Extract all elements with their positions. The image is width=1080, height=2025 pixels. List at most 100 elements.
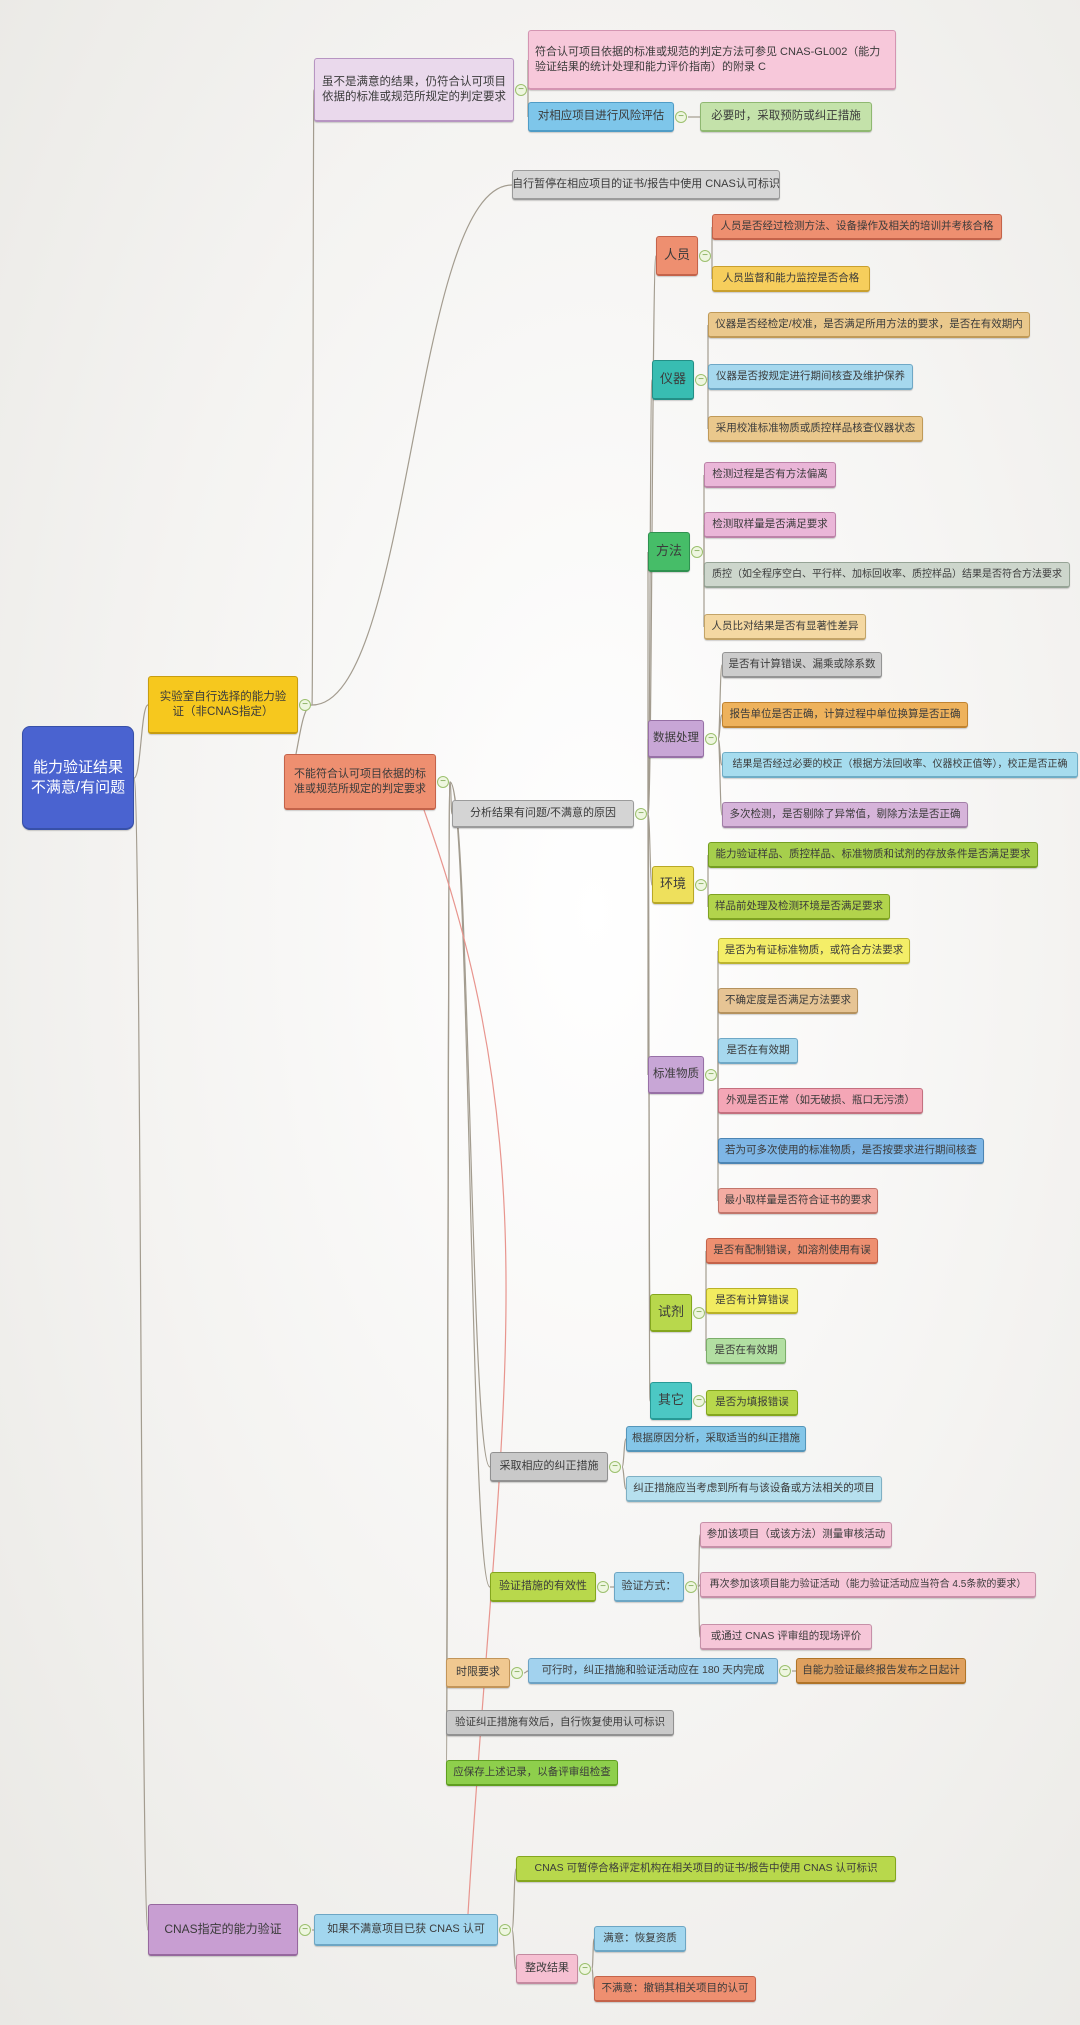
mindmap-node-cat-env[interactable]: 环境	[652, 866, 694, 904]
mindmap-node-vw-3[interactable]: 或通过 CNAS 评审组的现场评价	[700, 1624, 872, 1650]
collapse-icon[interactable]: −	[609, 1461, 621, 1473]
collapse-icon[interactable]: −	[579, 1963, 591, 1975]
mindmap-node-rm-4[interactable]: 外观是否正常（如无破损、瓶口无污渍）	[718, 1088, 923, 1114]
mindmap-node-rg-2[interactable]: 是否有计算错误	[706, 1288, 798, 1314]
mindmap-node-tl-2[interactable]: 自能力验证最终报告发布之日起计	[796, 1658, 966, 1684]
mindmap-node-data-3[interactable]: 结果是否经过必要的校正（根据方法回收率、仪器校正值等），校正是否正确	[722, 752, 1078, 778]
connector-line	[311, 184, 513, 706]
collapse-icon[interactable]: −	[779, 1665, 791, 1677]
mindmap-node-corr-2[interactable]: 纠正措施应当考虑到所有与该设备或方法相关的项目	[626, 1476, 882, 1502]
mindmap-node-branch-b[interactable]: CNAS指定的能力验证	[148, 1904, 298, 1956]
mindmap-node-b1-suspend[interactable]: CNAS 可暂停合格评定机构在相关项目的证书/报告中使用 CNAS 认可标识	[516, 1856, 896, 1882]
mindmap-node-vw-2[interactable]: 再次参加该项目能力验证活动（能力验证活动应当符合 4.5条款的要求）	[700, 1572, 1036, 1598]
mindmap-node-env-2[interactable]: 样品前处理及检测环境是否满足要求	[708, 894, 890, 920]
mindmap-node-data-1[interactable]: 是否有计算错误、漏乘或除系数	[722, 652, 882, 678]
mindmap-node-rg-1[interactable]: 是否有配制错误，如溶剂使用有误	[706, 1238, 878, 1264]
mindmap-node-cat-method[interactable]: 方法	[648, 532, 690, 572]
connector-line	[423, 809, 507, 1915]
mindmap-node-root[interactable]: 能力验证结果 不满意/有问题	[22, 726, 134, 830]
connector-line	[697, 1586, 701, 1638]
collapse-icon[interactable]: −	[597, 1581, 609, 1593]
mindmap-node-rg-3[interactable]: 是否在有效期	[706, 1338, 786, 1364]
mindmap-node-tl-1[interactable]: 可行时，纠正措施和验证活动应在 180 天内完成	[528, 1658, 778, 1684]
mindmap-node-env-1[interactable]: 能力验证样品、质控样品、标准物质和试剂的存放条件是否满足要求	[708, 842, 1038, 868]
mindmap-node-corrective[interactable]: 采取相应的纠正措施	[490, 1452, 608, 1482]
collapse-icon[interactable]: −	[635, 808, 647, 820]
mindmap-node-inst-1[interactable]: 仪器是否经检定/校准，是否满足所用方法的要求，是否在有效期内	[708, 312, 1030, 338]
collapse-icon[interactable]: −	[693, 1395, 705, 1407]
collapse-icon[interactable]: −	[705, 1069, 717, 1081]
mindmap-node-rm-1[interactable]: 是否为有证标准物质，或符合方法要求	[718, 938, 910, 964]
mindmap-node-cat-rm[interactable]: 标准物质	[648, 1056, 704, 1094]
mindmap-node-a1-prevent[interactable]: 必要时，采取预防或纠正措施	[700, 102, 872, 132]
mindmap-node-a1[interactable]: 虽不是满意的结果，仍符合认可项目依据的标准或规范所规定的判定要求	[314, 58, 514, 122]
connector-line	[621, 1438, 627, 1468]
connector-line	[449, 781, 453, 815]
mindmap-node-analyze[interactable]: 分析结果有问题/不满意的原因	[452, 800, 634, 828]
collapse-icon[interactable]: −	[299, 699, 311, 711]
connector-line	[697, 1534, 701, 1588]
connector-line	[133, 777, 149, 1931]
mindmap-node-a3[interactable]: 不能符合认可项目依据的标准或规范所规定的判定要求	[284, 754, 436, 810]
collapse-icon[interactable]: −	[693, 1307, 705, 1319]
mindmap-node-other-1[interactable]: 是否为填报错误	[706, 1390, 798, 1416]
mindmap-node-corr-1[interactable]: 根据原因分析，采取适当的纠正措施	[626, 1426, 806, 1452]
mindmap-node-b1[interactable]: 如果不满意项目已获 CNAS 认可	[314, 1914, 498, 1946]
connector-line	[449, 781, 491, 1468]
mindmap-node-a1-risk[interactable]: 对相应项目进行风险评估	[528, 102, 674, 132]
mindmap-node-rectify[interactable]: 整改结果	[516, 1954, 578, 1984]
mindmap-node-restore[interactable]: 验证纠正措施有效后，自行恢复使用认可标识	[446, 1710, 674, 1736]
collapse-icon[interactable]: −	[511, 1667, 523, 1679]
mindmap-node-rm-2[interactable]: 不确定度是否满足方法要求	[718, 988, 858, 1014]
mindmap-node-cat-person[interactable]: 人员	[656, 236, 698, 276]
connector-line	[591, 1938, 595, 1970]
mindmap-node-cat-data[interactable]: 数据处理	[648, 720, 704, 758]
mindmap-node-cat-reagent[interactable]: 试剂	[650, 1294, 692, 1332]
mindmap-node-inst-3[interactable]: 采用校准标准物质或质控样品核查仪器状态	[708, 416, 923, 442]
mindmap-node-person-1[interactable]: 人员是否经过检测方法、设备操作及相关的培训并考核合格	[712, 214, 1002, 240]
collapse-icon[interactable]: −	[699, 250, 711, 262]
collapse-icon[interactable]: −	[691, 546, 703, 558]
mindmap-node-rm-5[interactable]: 若为可多次使用的标准物质，是否按要求进行期间核查	[718, 1138, 984, 1164]
mindmap-node-data-4[interactable]: 多次检测，是否剔除了异常值，剔除方法是否正确	[722, 802, 968, 828]
connector-line	[523, 1670, 529, 1674]
collapse-icon[interactable]: −	[299, 1924, 311, 1936]
connector-line	[449, 781, 491, 1588]
mindmap-node-data-2[interactable]: 报告单位是否正确，计算过程中单位换算是否正确	[722, 702, 968, 728]
mindmap-node-records[interactable]: 应保存上述记录，以备评审组检查	[446, 1760, 618, 1786]
collapse-icon[interactable]: −	[695, 879, 707, 891]
connector-line	[511, 1929, 517, 1970]
mindmap-node-person-2[interactable]: 人员监督和能力监控是否合格	[712, 266, 870, 292]
mindmap-node-cat-inst[interactable]: 仪器	[652, 360, 694, 400]
collapse-icon[interactable]: −	[695, 374, 707, 386]
mindmap-node-rect-no[interactable]: 不满意：撤销其相关项目的认可	[594, 1976, 756, 2002]
collapse-icon[interactable]: −	[437, 776, 449, 788]
connector-line	[717, 714, 723, 740]
connector-line	[647, 379, 653, 815]
mindmap-node-method-3[interactable]: 质控（如全程序空白、平行样、加标回收率、质控样品）结果是否符合方法要求	[704, 562, 1070, 588]
mindmap-node-verify-way[interactable]: 验证方式：	[614, 1572, 684, 1602]
mindmap-node-rm-3[interactable]: 是否在有效期	[718, 1038, 798, 1064]
collapse-icon[interactable]: −	[705, 733, 717, 745]
mindmap-node-verify[interactable]: 验证措施的有效性	[490, 1572, 596, 1602]
mindmap-node-vw-1[interactable]: 参加该项目（或该方法）测量审核活动	[700, 1522, 892, 1548]
collapse-icon[interactable]: −	[499, 1924, 511, 1936]
mindmap-node-timelimit[interactable]: 时限要求	[446, 1658, 510, 1688]
mindmap-node-rm-6[interactable]: 最小取样量是否符合证书的要求	[718, 1188, 878, 1214]
mindmap-node-method-2[interactable]: 检测取样量是否满足要求	[704, 512, 836, 538]
mindmap-node-a1-gl002[interactable]: 符合认可项目依据的标准或规范的判定方法可参见 CNAS-GL002（能力验证结果…	[528, 30, 896, 90]
collapse-icon[interactable]: −	[675, 111, 687, 123]
mindmap-node-cat-other[interactable]: 其它	[650, 1382, 692, 1420]
mindmap-node-rect-ok[interactable]: 满意：恢复资质	[594, 1926, 686, 1952]
mindmap-node-method-4[interactable]: 人员比对结果是否有显著性差异	[704, 614, 866, 640]
mindmap-node-branch-a[interactable]: 实验室自行选择的能力验证（非CNAS指定）	[148, 676, 298, 734]
connector-line	[717, 738, 723, 816]
mindmap-node-method-1[interactable]: 检测过程是否有方法偏离	[704, 462, 836, 488]
mindmap-node-a2-suspend[interactable]: 自行暂停在相应项目的证书/报告中使用 CNAS认可标识	[512, 170, 780, 200]
mindmap-node-inst-2[interactable]: 仪器是否按规定进行期间核查及维护保养	[708, 364, 913, 390]
collapse-icon[interactable]: −	[515, 84, 527, 96]
connector-line	[647, 813, 651, 1402]
collapse-icon[interactable]: −	[685, 1581, 697, 1593]
